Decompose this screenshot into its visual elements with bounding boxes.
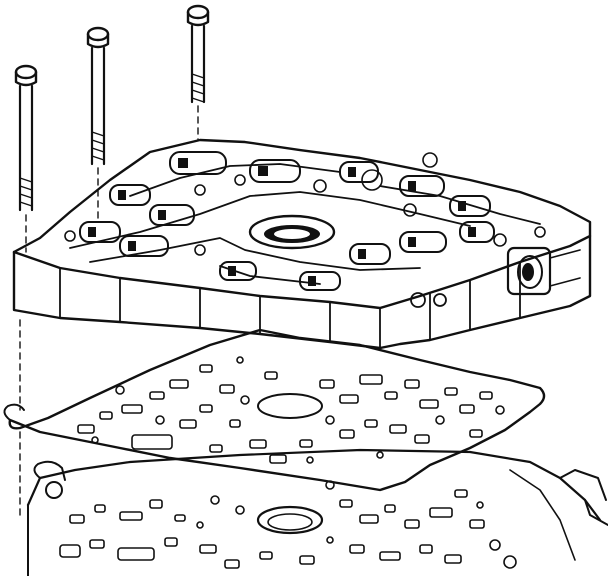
bolt [186,4,210,104]
plate-holes [77,356,505,464]
bolt [86,26,110,166]
valve-spools [79,151,495,291]
case-ports [59,480,517,569]
bolt [14,64,38,212]
top-pockets [64,152,546,256]
side-ribs [59,261,521,349]
bolts [14,4,210,212]
lower-case-housing [26,448,608,576]
alignment-lines [19,105,199,521]
upper-valve-body [12,138,592,350]
top-channels [69,163,541,285]
separator-plate-gasket [3,328,546,492]
solenoid-connector [506,246,581,296]
